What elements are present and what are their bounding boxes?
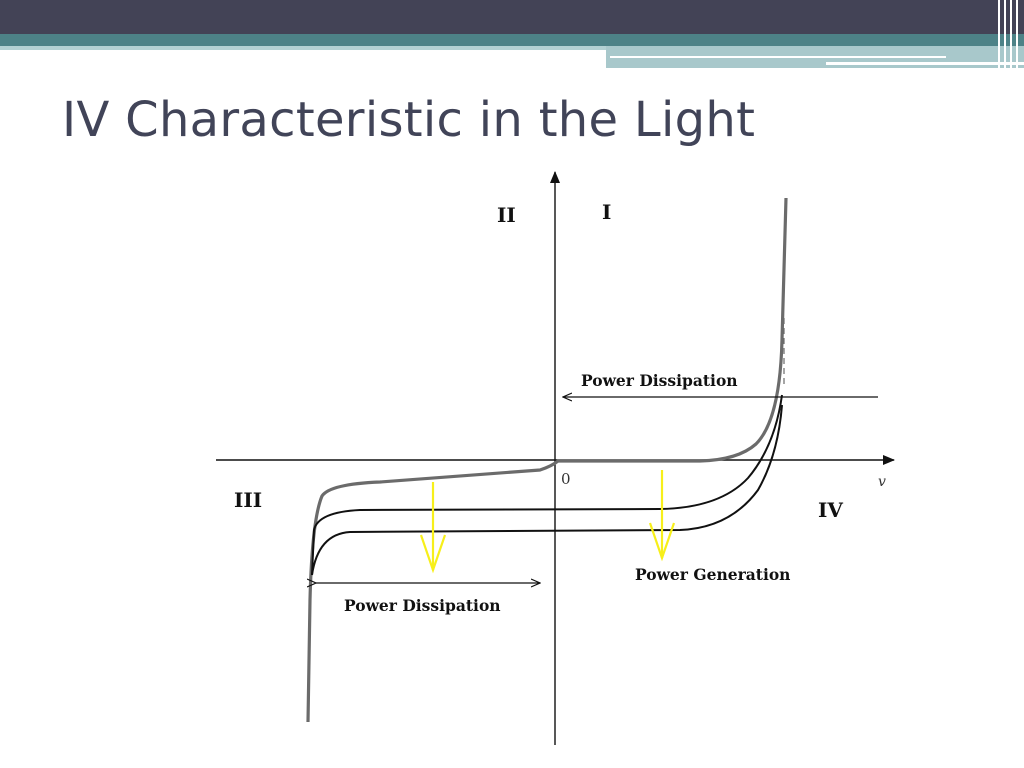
header-right-line bbox=[1016, 0, 1018, 68]
power-generation-label: Power Generation bbox=[635, 565, 790, 584]
header-right-line bbox=[1004, 0, 1006, 68]
header-tab-stripe bbox=[610, 56, 946, 58]
slide-title: IV Characteristic in the Light bbox=[62, 92, 756, 148]
origin-label: 0 bbox=[561, 470, 571, 488]
header-right-line bbox=[1010, 0, 1012, 68]
header-tab-stripe-lower bbox=[826, 62, 1024, 65]
header-band-light bbox=[0, 46, 1024, 50]
v-axis-label: v bbox=[878, 474, 886, 490]
header-band-teal bbox=[0, 34, 1024, 46]
quadrant-label-ii: II bbox=[497, 203, 516, 227]
quadrant-label-i: I bbox=[602, 200, 611, 224]
light-shift-arrow-left bbox=[419, 482, 447, 574]
dark-iv-curve bbox=[306, 197, 788, 723]
header-band-dark bbox=[0, 0, 1024, 34]
light-iv-curve-1 bbox=[311, 394, 783, 576]
light-iv-curve-2 bbox=[311, 404, 783, 576]
light-shift-arrow-right bbox=[648, 470, 676, 562]
power-dissipation-label-q1: Power Dissipation bbox=[581, 371, 738, 390]
power-dissipation-label-q3: Power Dissipation bbox=[344, 596, 501, 615]
header-right-line bbox=[998, 0, 1000, 68]
quadrant-label-iv: IV bbox=[818, 498, 843, 522]
quadrant-label-iii: III bbox=[234, 488, 262, 512]
